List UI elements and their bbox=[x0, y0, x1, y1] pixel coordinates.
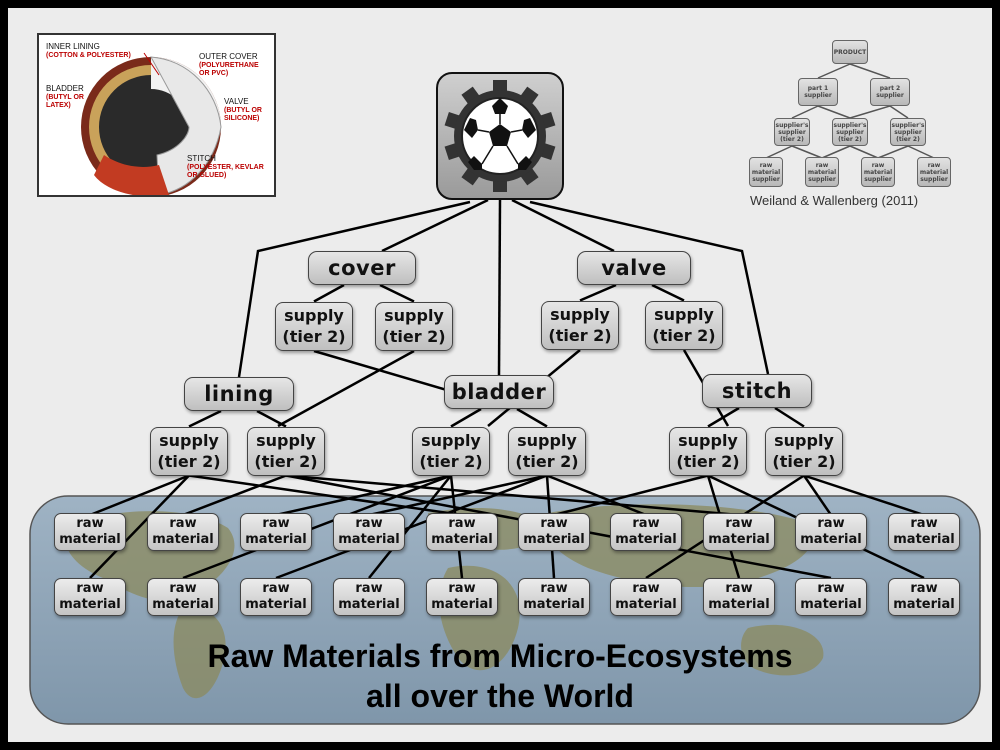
connection-line bbox=[497, 199, 502, 376]
raw-material-node: raw material bbox=[518, 578, 590, 616]
raw-material-node: raw material bbox=[54, 513, 126, 551]
supply-tier2-node: supply (tier 2) bbox=[669, 426, 747, 476]
supply-tier2-node: supply (tier 2) bbox=[412, 426, 490, 476]
supply-tier2-node: supply (tier 2) bbox=[645, 300, 723, 350]
raw-material-node: raw material bbox=[518, 513, 590, 551]
connection-line bbox=[277, 349, 415, 428]
mini-raw-node: raw material supplier bbox=[805, 157, 839, 187]
connection-line bbox=[516, 407, 548, 428]
mini-tier2-node: supplier's supplier (tier 2) bbox=[832, 118, 868, 146]
raw-material-node: raw material bbox=[888, 578, 960, 616]
connection-line bbox=[285, 474, 740, 517]
connection-line bbox=[381, 198, 489, 253]
raw-material-node: raw material bbox=[333, 513, 405, 551]
mini-raw-node: raw material supplier bbox=[861, 157, 895, 187]
inset-label-stitch: STITCH(POLYESTER, KEVLAR OR GLUED) bbox=[187, 154, 264, 180]
connection-line bbox=[188, 409, 222, 428]
connection-line bbox=[188, 474, 463, 517]
caption-line-1: Raw Materials from Micro-Ecosystems bbox=[207, 638, 793, 674]
raw-material-node: raw material bbox=[888, 513, 960, 551]
raw-material-node: raw material bbox=[426, 513, 498, 551]
connection-line bbox=[579, 283, 617, 302]
connection-line bbox=[182, 474, 452, 580]
raw-material-node: raw material bbox=[240, 578, 312, 616]
component-lining: lining bbox=[184, 377, 294, 411]
mini-tier2-node: supplier's supplier (tier 2) bbox=[774, 118, 810, 146]
connection-line bbox=[774, 406, 805, 428]
mini-raw-node: raw material supplier bbox=[917, 157, 951, 187]
caption: Raw Materials from Micro-Ecosystems all … bbox=[8, 636, 992, 716]
connection-line bbox=[237, 200, 471, 378]
soccer-ball-anatomy-inset: INNER LINING(COTTON & POLYESTER) BLADDER… bbox=[37, 33, 276, 197]
supply-tier2-node: supply (tier 2) bbox=[765, 426, 843, 476]
mini-tier2-node: supplier's supplier (tier 2) bbox=[890, 118, 926, 146]
soccer-ball-product-hub bbox=[436, 72, 564, 200]
raw-material-node: raw material bbox=[610, 513, 682, 551]
connection-line bbox=[275, 474, 452, 517]
connection-line bbox=[651, 283, 685, 302]
raw-material-node: raw material bbox=[240, 513, 312, 551]
raw-material-node: raw material bbox=[426, 578, 498, 616]
inset-label-inner-lining: INNER LINING(COTTON & POLYESTER) bbox=[46, 42, 131, 60]
connection-line bbox=[368, 474, 548, 517]
component-valve: valve bbox=[577, 251, 691, 285]
mini-product-node: PRODUCT bbox=[832, 40, 868, 64]
raw-material-node: raw material bbox=[795, 513, 867, 551]
connection-line bbox=[275, 474, 548, 580]
caption-line-2: all over the World bbox=[366, 678, 634, 714]
reference-diagram-lines bbox=[765, 63, 935, 159]
soccer-ball-cutaway-icon bbox=[81, 52, 222, 195]
component-bladder: bladder bbox=[444, 375, 554, 409]
raw-material-node: raw material bbox=[703, 513, 775, 551]
raw-material-node: raw material bbox=[610, 578, 682, 616]
gear-soccer-ball-icon bbox=[444, 80, 556, 192]
raw-material-node: raw material bbox=[333, 578, 405, 616]
inset-label-outer-cover: OUTER COVER(POLYURETHANE OR PVC) bbox=[199, 52, 259, 78]
connection-line bbox=[802, 474, 833, 516]
connection-line bbox=[529, 200, 770, 375]
supply-tier2-node: supply (tier 2) bbox=[375, 301, 453, 351]
connection-line bbox=[553, 474, 709, 517]
citation: Weiland & Wallenberg (2011) bbox=[750, 193, 919, 208]
slide: INNER LINING(COTTON & POLYESTER) BLADDER… bbox=[8, 8, 992, 742]
raw-material-node: raw material bbox=[147, 513, 219, 551]
connection-line bbox=[313, 283, 345, 303]
raw-material-node: raw material bbox=[147, 578, 219, 616]
connection-line bbox=[803, 474, 925, 517]
raw-material-node: raw material bbox=[703, 578, 775, 616]
supply-tier2-node: supply (tier 2) bbox=[247, 426, 325, 476]
connection-line bbox=[89, 474, 190, 517]
supply-tier2-node: supply (tier 2) bbox=[541, 300, 619, 350]
mini-tier1-node: part 1 supplier bbox=[798, 78, 838, 106]
connection-line bbox=[546, 474, 647, 517]
connection-line bbox=[450, 407, 482, 428]
connection-line bbox=[182, 474, 287, 517]
connection-line bbox=[89, 474, 190, 579]
supply-tier2-node: supply (tier 2) bbox=[508, 426, 586, 476]
connection-line bbox=[511, 198, 615, 253]
component-stitch: stitch bbox=[702, 374, 812, 408]
inset-label-bladder: BLADDER(BUTYL OR LATEX) bbox=[46, 84, 84, 110]
supply-tier2-node: supply (tier 2) bbox=[275, 301, 353, 351]
inset-label-valve: VALVE(BUTYL OR SILICONE) bbox=[224, 97, 262, 123]
supply-tier2-node: supply (tier 2) bbox=[150, 426, 228, 476]
raw-material-node: raw material bbox=[54, 578, 126, 616]
raw-material-node: raw material bbox=[795, 578, 867, 616]
connection-line bbox=[379, 283, 415, 303]
mini-tier1-node: part 2 supplier bbox=[870, 78, 910, 106]
mini-raw-node: raw material supplier bbox=[749, 157, 783, 187]
component-cover: cover bbox=[308, 251, 416, 285]
